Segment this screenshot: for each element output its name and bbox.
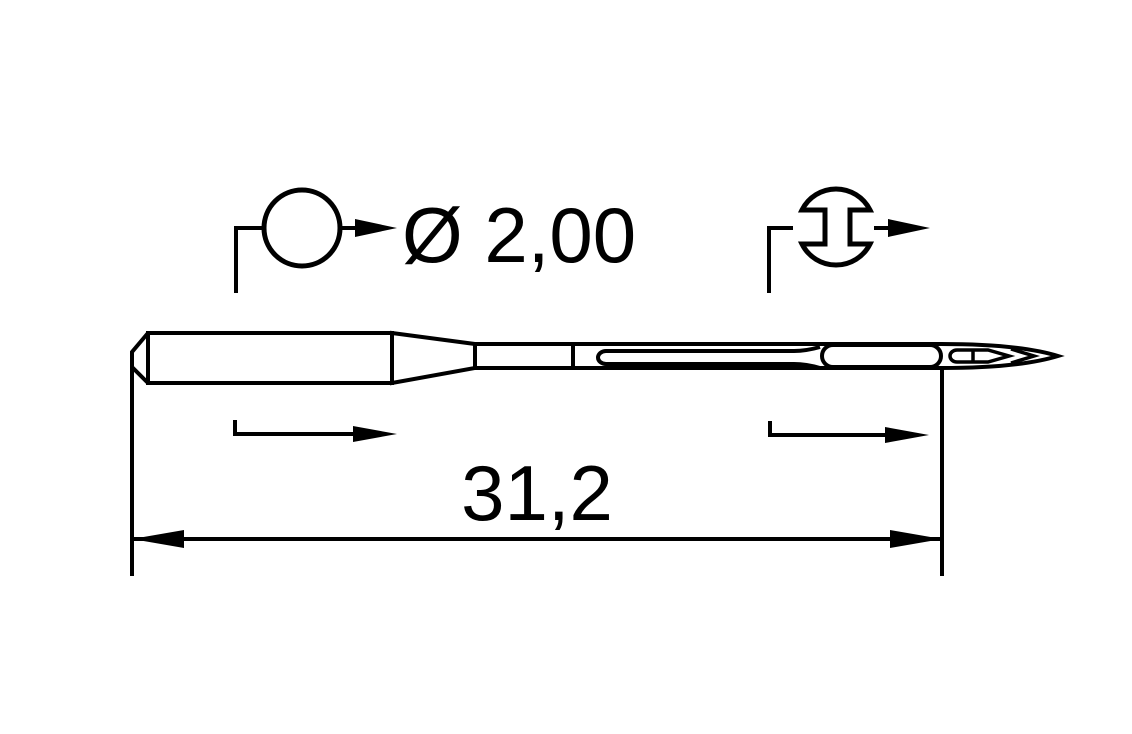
point-slot xyxy=(948,348,1016,364)
needle-long-groove xyxy=(596,345,821,370)
length-label: 31,2 xyxy=(461,449,613,537)
shank-section-leader-line xyxy=(234,226,264,293)
blade-direction-arrow-line xyxy=(768,421,888,437)
needle-blade-upper xyxy=(473,342,575,370)
dimension-arrowhead-left-icon xyxy=(132,530,184,548)
length-dimension: 31,2 xyxy=(132,449,942,548)
needle-butt xyxy=(130,331,150,385)
shank-direction-arrow xyxy=(233,420,397,442)
blade-direction-arrow xyxy=(768,421,929,443)
shank-section-annotation: Ø 2,00 xyxy=(234,187,636,293)
dimension-arrowhead-right-icon xyxy=(890,530,942,548)
diameter-label: Ø 2,00 xyxy=(402,191,636,279)
round-cross-section-icon xyxy=(261,187,343,269)
point-tip-chevron xyxy=(1010,347,1041,365)
needle-shank xyxy=(146,331,394,385)
shank-direction-arrowhead-icon xyxy=(353,426,397,442)
blade-section-leader-line xyxy=(767,226,793,293)
blade-section-arrowhead-icon xyxy=(888,219,930,237)
needle-profile xyxy=(130,330,1065,386)
blade-section-annotation xyxy=(767,186,930,293)
diameter-arrowhead-icon xyxy=(355,219,397,237)
grooved-cross-section-icon xyxy=(797,186,875,268)
shank-direction-arrow-line xyxy=(233,420,356,436)
needle-point-detail xyxy=(948,347,1041,365)
needle-eye xyxy=(820,343,943,369)
blade-direction-arrowhead-icon xyxy=(885,427,929,443)
needle-cone xyxy=(390,330,477,386)
